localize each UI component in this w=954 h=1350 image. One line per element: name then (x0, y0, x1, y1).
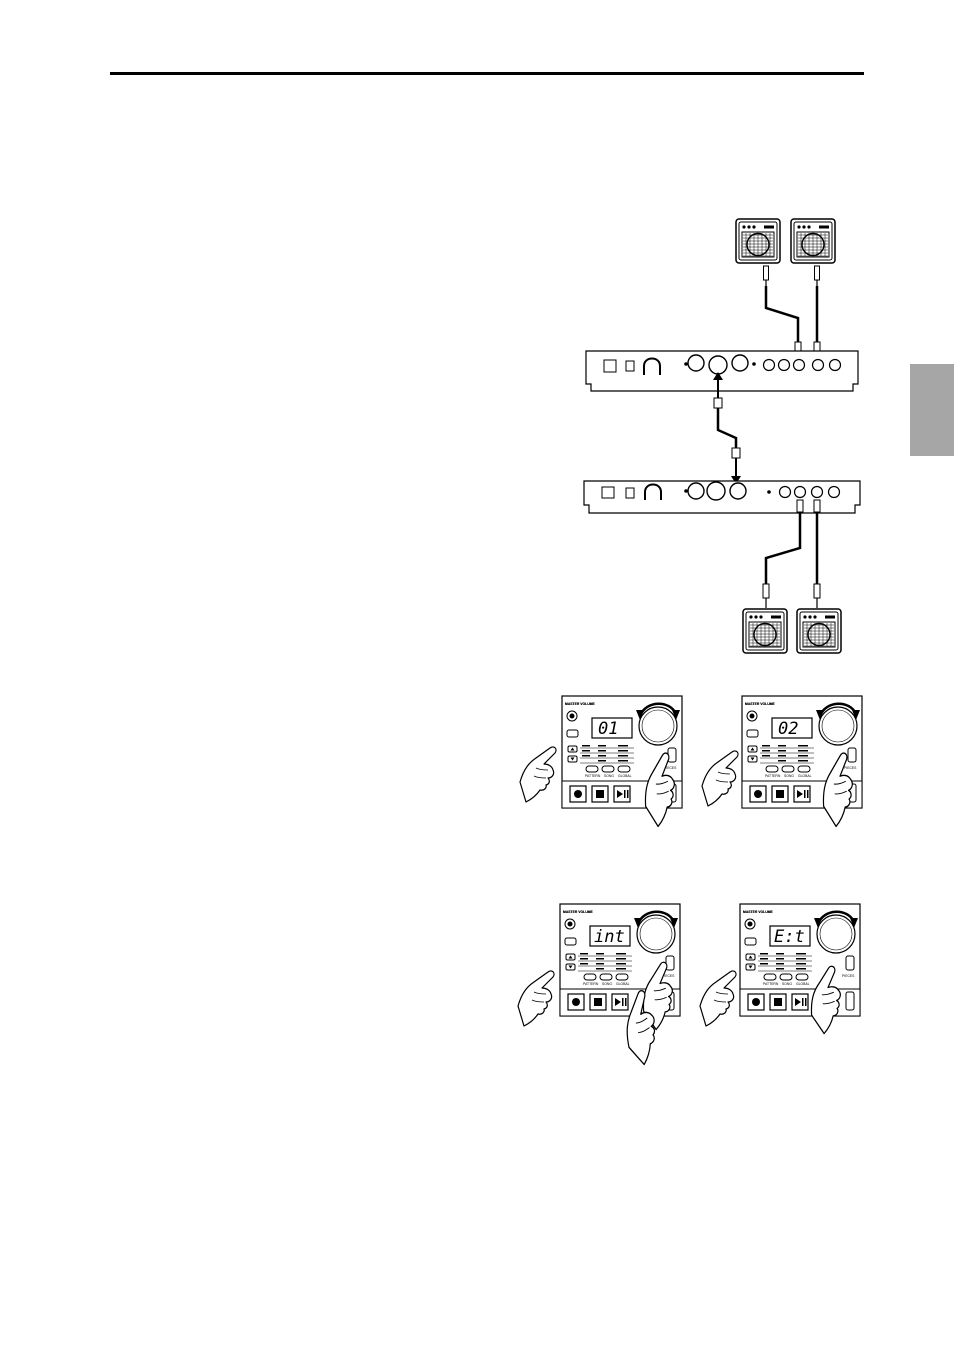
display-readout: 02 (778, 719, 798, 739)
display-readout: E:t (774, 927, 805, 947)
control-panel-4: E:t MASTER VOLUME PATTERN SONG GLOBAL PI… (740, 904, 860, 1016)
pattern-button-label: PATTERN (765, 774, 781, 778)
amplifier-icon (797, 609, 841, 653)
amplifier-icon (791, 219, 835, 263)
side-button-label: PIECES (844, 766, 857, 770)
global-button-label: GLOBAL (616, 982, 630, 986)
amplifier-icon (743, 609, 787, 653)
song-button-label: SONG (784, 774, 794, 778)
rear-panel-device-1 (586, 351, 858, 391)
hand-icon (700, 971, 736, 1026)
side-button-label: PIECES (842, 974, 855, 978)
hand-icon (702, 751, 738, 806)
global-button-label: GLOBAL (798, 774, 812, 778)
svg-text:MASTER VOLUME: MASTER VOLUME (743, 910, 774, 914)
global-button-label: GLOBAL (796, 982, 810, 986)
hand-icon (518, 971, 554, 1026)
connection-diagram (584, 219, 860, 653)
pattern-button-label: PATTERN (763, 982, 779, 986)
global-button-label: GLOBAL (618, 774, 632, 778)
song-button-label: SONG (602, 982, 612, 986)
display-readout: 01 (598, 719, 618, 739)
hand-icon (520, 747, 556, 802)
display-readout: int (594, 927, 625, 947)
song-button-label: SONG (604, 774, 614, 778)
song-button-label: SONG (782, 982, 792, 986)
pattern-button-label: PATTERN (583, 982, 599, 986)
amplifier-icon (736, 219, 780, 263)
svg-text:MASTER VOLUME: MASTER VOLUME (745, 702, 776, 706)
pattern-button-label: PATTERN (585, 774, 601, 778)
svg-text:MASTER VOLUME: MASTER VOLUME (565, 702, 596, 706)
svg-text:MASTER VOLUME: MASTER VOLUME (563, 910, 594, 914)
